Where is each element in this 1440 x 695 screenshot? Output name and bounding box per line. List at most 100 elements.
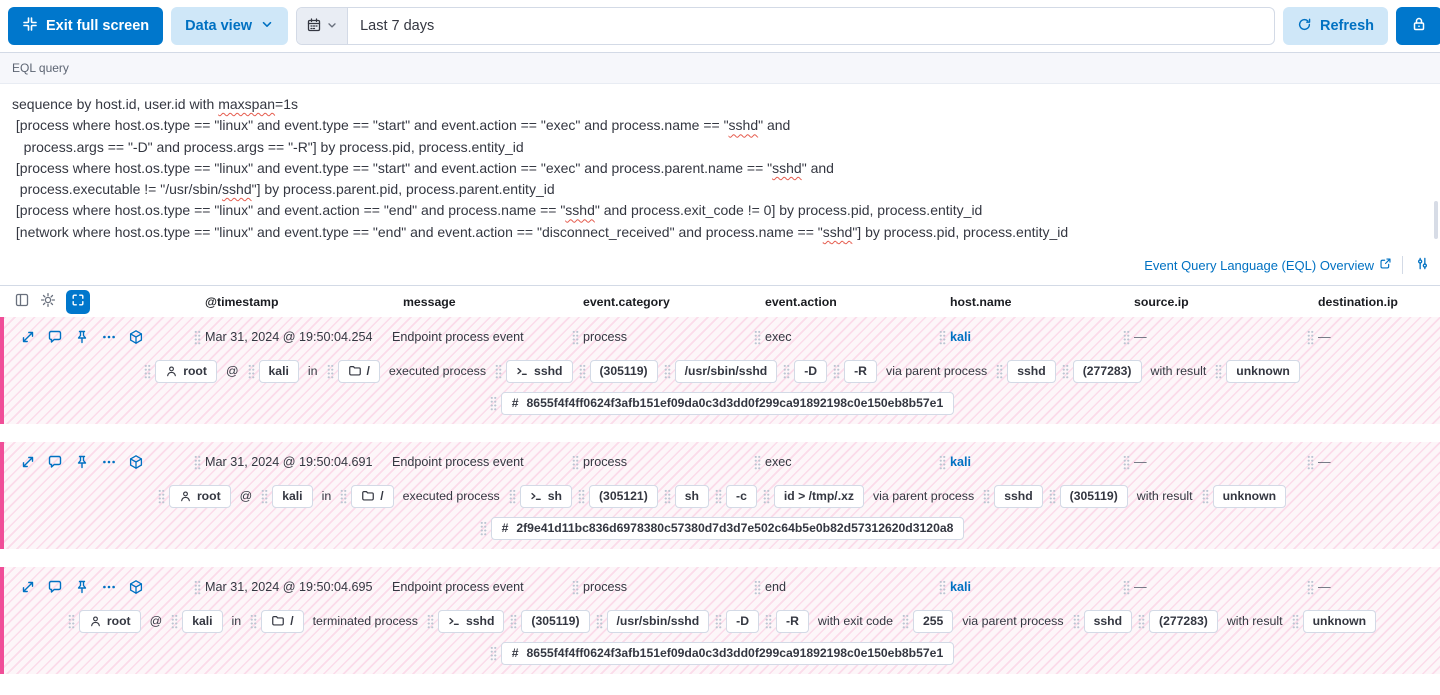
drag-handle[interactable]: [983, 488, 991, 504]
drag-handle[interactable]: [1048, 488, 1056, 504]
expand-event-button[interactable]: [18, 327, 38, 347]
parent-process-pid-badge[interactable]: (277283): [1072, 359, 1142, 383]
column-header-destination-ip[interactable]: destination.ip: [1318, 294, 1398, 309]
eql-overview-link[interactable]: Event Query Language (EQL) Overview: [1144, 257, 1392, 273]
column-header-source-ip[interactable]: source.ip: [1134, 294, 1189, 309]
drag-handle[interactable]: [783, 363, 791, 379]
drag-handle[interactable]: [194, 329, 201, 345]
date-range-display[interactable]: Last 7 days: [360, 18, 435, 34]
process-result-badge[interactable]: unknown: [1226, 359, 1300, 383]
drag-handle[interactable]: [939, 579, 946, 595]
columns-button[interactable]: [14, 292, 30, 311]
drag-handle[interactable]: [426, 613, 434, 629]
analyze-event-button[interactable]: [126, 452, 146, 472]
drag-handle[interactable]: [715, 613, 723, 629]
drag-handle[interactable]: [1291, 613, 1299, 629]
drag-handle[interactable]: [194, 579, 201, 595]
exit-full-screen-button[interactable]: Exit full screen: [8, 7, 164, 45]
host-name-cell-value[interactable]: kali: [950, 580, 972, 595]
drag-handle[interactable]: [157, 488, 165, 504]
process-arg-badge[interactable]: -c: [726, 484, 757, 508]
drag-handle[interactable]: [171, 613, 179, 629]
drag-handle[interactable]: [715, 488, 723, 504]
drag-handle[interactable]: [765, 613, 773, 629]
user-name-badge[interactable]: root: [168, 484, 231, 508]
column-header-event-category[interactable]: event.category: [583, 294, 670, 309]
drag-handle[interactable]: [754, 579, 761, 595]
process-pid-badge[interactable]: (305121): [588, 484, 658, 508]
lock-button[interactable]: [1396, 7, 1440, 45]
drag-handle[interactable]: [67, 613, 75, 629]
analyze-event-button[interactable]: [126, 327, 146, 347]
drag-handle[interactable]: [1123, 579, 1130, 595]
date-quick-menu-button[interactable]: [297, 8, 349, 44]
drag-handle[interactable]: [572, 454, 579, 470]
process-result-badge[interactable]: unknown: [1302, 609, 1377, 633]
drag-handle[interactable]: [326, 363, 334, 379]
drag-handle[interactable]: [489, 645, 497, 661]
drag-handle[interactable]: [572, 579, 579, 595]
process-name-badge[interactable]: sh: [519, 484, 572, 508]
process-result-badge[interactable]: unknown: [1212, 484, 1287, 508]
scrollbar-thumb[interactable]: [1434, 201, 1438, 240]
process-hash-badge[interactable]: #2f9e41d11bc836d6978380c57380d7d3d7e502c…: [490, 516, 965, 540]
column-header-host-name[interactable]: host.name: [950, 294, 1012, 309]
working-directory-badge[interactable]: /: [351, 484, 394, 508]
eql-settings-button[interactable]: [1413, 254, 1432, 276]
process-name-badge[interactable]: sshd: [506, 359, 573, 383]
parent-process-name-badge[interactable]: sshd: [994, 484, 1043, 508]
drag-handle[interactable]: [194, 454, 201, 470]
drag-handle[interactable]: [663, 363, 671, 379]
drag-handle[interactable]: [762, 488, 770, 504]
drag-handle[interactable]: [939, 454, 946, 470]
drag-handle[interactable]: [510, 613, 518, 629]
user-name-badge[interactable]: root: [78, 609, 141, 633]
table-settings-button[interactable]: [40, 292, 56, 311]
parent-process-name-badge[interactable]: sshd: [1083, 609, 1133, 633]
expand-event-button[interactable]: [18, 577, 38, 597]
drag-handle[interactable]: [1307, 579, 1314, 595]
drag-handle[interactable]: [247, 363, 255, 379]
host-name-cell-value[interactable]: kali: [950, 330, 972, 345]
drag-handle[interactable]: [1123, 329, 1130, 345]
column-header-event-action[interactable]: event.action: [765, 294, 837, 309]
add-note-button[interactable]: [45, 577, 65, 597]
drag-handle[interactable]: [144, 363, 152, 379]
column-header-timestamp[interactable]: @timestamp: [205, 294, 279, 309]
process-name-badge[interactable]: sshd: [437, 609, 505, 633]
drag-handle[interactable]: [508, 488, 516, 504]
fullscreen-toggle-button[interactable]: [66, 289, 90, 314]
add-note-button[interactable]: [45, 327, 65, 347]
process-pid-badge[interactable]: (305119): [521, 609, 590, 633]
process-arg-badge[interactable]: -D: [726, 609, 760, 633]
pin-event-button[interactable]: [72, 327, 92, 347]
parent-process-pid-badge[interactable]: (305119): [1059, 484, 1128, 508]
drag-handle[interactable]: [1215, 363, 1223, 379]
expand-event-button[interactable]: [18, 452, 38, 472]
process-arg-badge[interactable]: -R: [844, 359, 877, 383]
process-arg-badge[interactable]: id > /tmp/.xz: [773, 484, 864, 508]
host-name-cell-value[interactable]: kali: [950, 455, 972, 470]
drag-handle[interactable]: [489, 395, 497, 411]
working-directory-badge[interactable]: /: [261, 609, 304, 633]
drag-handle[interactable]: [578, 363, 586, 379]
process-arg-badge[interactable]: -R: [776, 609, 809, 633]
host-name-badge[interactable]: kali: [182, 609, 223, 633]
more-actions-button[interactable]: [99, 327, 119, 347]
drag-handle[interactable]: [595, 613, 603, 629]
process-arg-badge[interactable]: sh: [674, 484, 710, 508]
host-name-badge[interactable]: kali: [258, 359, 299, 383]
more-actions-button[interactable]: [99, 577, 119, 597]
working-directory-badge[interactable]: /: [337, 359, 380, 383]
drag-handle[interactable]: [1072, 613, 1080, 629]
host-name-badge[interactable]: kali: [272, 484, 313, 508]
pin-event-button[interactable]: [72, 452, 92, 472]
analyze-event-button[interactable]: [126, 577, 146, 597]
refresh-button[interactable]: Refresh: [1283, 7, 1388, 45]
process-executable-badge[interactable]: /usr/sbin/sshd: [606, 609, 710, 633]
drag-handle[interactable]: [939, 329, 946, 345]
eql-query-editor[interactable]: sequence by host.id, user.id with maxspa…: [0, 84, 1440, 249]
drag-handle[interactable]: [1138, 613, 1146, 629]
drag-handle[interactable]: [1307, 454, 1314, 470]
drag-handle[interactable]: [572, 329, 579, 345]
